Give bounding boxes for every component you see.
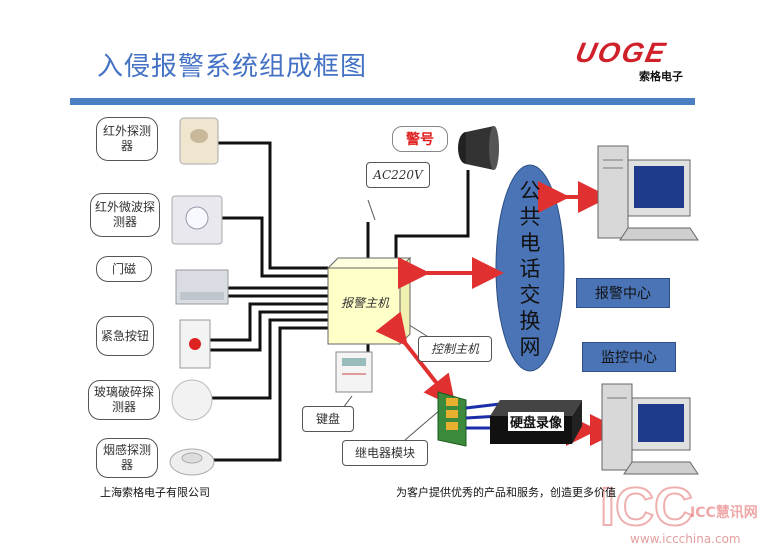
monitor-center-label: 监控中心	[582, 342, 676, 372]
pstn-label: 公共电话交换网	[519, 179, 541, 359]
sensor-label-dual-tech: 红外微波探测器	[90, 193, 160, 237]
sensor-pictures	[169, 117, 229, 476]
sensor-label-door: 门磁	[96, 256, 152, 282]
sensor-label-panic: 紧急按钮	[96, 316, 154, 356]
link-arrows	[375, 181, 622, 446]
brand-logo-mark: UOGE	[572, 37, 670, 68]
header-rule	[70, 98, 695, 105]
page-title: 入侵报警系统组成框图	[97, 52, 368, 82]
relay-board	[437, 391, 467, 447]
watermark-text: ICC慧讯网	[690, 505, 758, 521]
watermark-graphic: ICC	[599, 476, 694, 538]
power-label: AC220V	[366, 162, 430, 188]
svg-text:ICC: ICC	[600, 477, 693, 537]
keypad-label: 键盘	[302, 406, 354, 432]
alarm-center-label: 报警中心	[576, 278, 670, 308]
sensor-label-pir: 红外探测器	[96, 117, 158, 161]
dvr-label: 硬盘录像	[508, 412, 565, 431]
footer-slogan: 为客户提供优秀的产品和服务，创造更多价值	[396, 486, 616, 499]
alarm-host-label: 报警主机	[340, 296, 389, 310]
siren-label: 警号	[392, 126, 448, 152]
brand-name: 索格电子	[639, 70, 683, 83]
siren-horn-icon	[458, 126, 499, 170]
sensor-label-smoke: 烟感探测器	[96, 438, 158, 478]
brand-logo: UOGE 索格电子	[572, 37, 691, 88]
computer-icon-monitor-center	[601, 383, 699, 475]
footer-company: 上海索格电子有限公司	[100, 486, 210, 499]
keypad-icon	[335, 351, 373, 393]
sensor-label-glass: 玻璃破碎探测器	[88, 380, 160, 420]
relay-label: 继电器模块	[342, 440, 428, 466]
watermark-url: www.iccchina.com	[630, 532, 741, 546]
host-caption-label: 控制主机	[418, 336, 492, 362]
sensor-wires	[210, 141, 470, 462]
computer-icon-alarm-center	[597, 145, 699, 241]
